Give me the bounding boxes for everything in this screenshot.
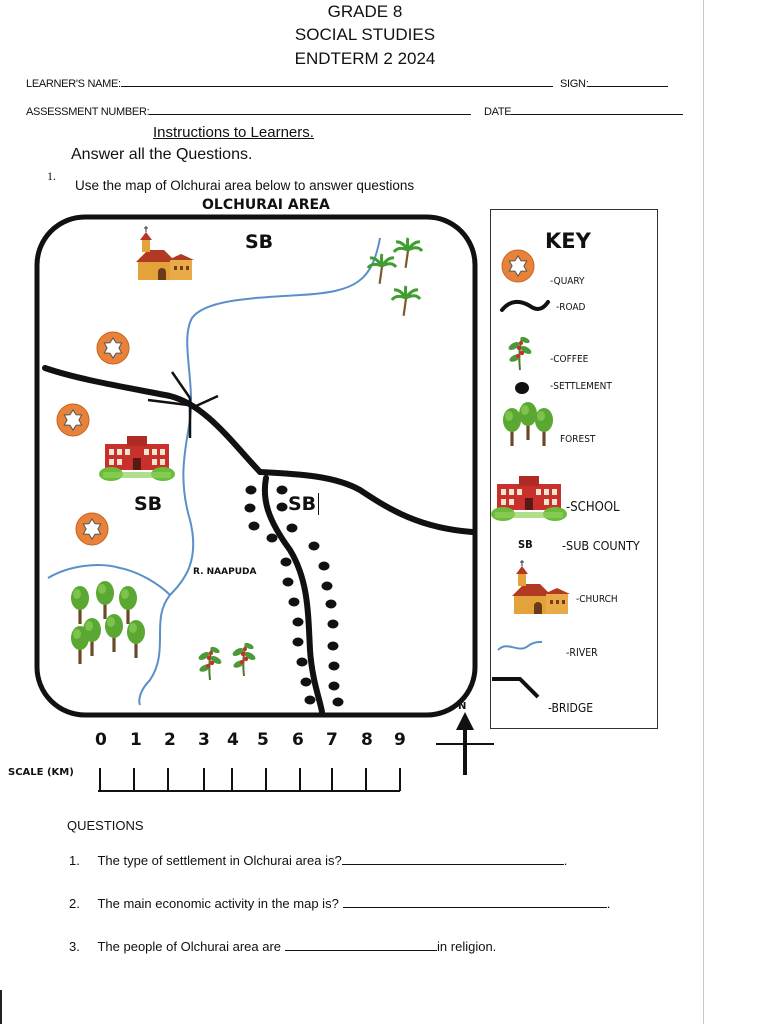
assessment-number-field[interactable]: ASSESSMENT NUMBER:: [26, 104, 472, 118]
key-river-icon: [497, 640, 543, 651]
question-3-number: 3.: [69, 939, 80, 954]
sign-field[interactable]: SIGN:: [560, 76, 669, 90]
exam-heading: ENDTERM 2 2024: [294, 49, 436, 68]
key-label-coffee: -COFFEE: [550, 354, 589, 365]
river-label: R. NAAPUDA: [193, 567, 257, 577]
north-arrow: [436, 712, 494, 775]
palm-icon: [392, 236, 424, 270]
school-icon: [99, 436, 175, 481]
scale-number: 5: [257, 730, 269, 750]
key-settlement-icon: [515, 382, 529, 394]
subject-heading: SOCIAL STUDIES: [294, 25, 436, 44]
date-field[interactable]: DATE: [484, 104, 684, 118]
page-edge: [703, 0, 704, 1024]
instructions-text: Answer all the Questions.: [71, 146, 253, 163]
scale-number: 9: [394, 730, 406, 750]
river-tributary: [47, 564, 171, 596]
key-box: [490, 209, 658, 729]
map-frame: [34, 214, 478, 718]
scale-number: 0: [95, 730, 107, 750]
grade-heading: GRADE 8: [327, 2, 403, 21]
bridge-symbol: [147, 371, 219, 438]
question-2-text: The main economic activity in the map is…: [97, 896, 339, 911]
instructions-title: Instructions to Learners.: [153, 124, 314, 141]
question-3-text: The people of Olchurai area are: [97, 939, 282, 954]
key-road-icon: [500, 299, 550, 312]
palm-icon: [390, 284, 422, 318]
key-abbr-sb: SB: [518, 538, 533, 551]
key-bridge-icon: [492, 677, 540, 699]
page-edge-left: [0, 990, 2, 1024]
question-3: 3. The people of Olchurai area are in rel…: [69, 939, 496, 954]
question-2-number: 2.: [69, 896, 80, 911]
palm-icon: [366, 252, 398, 286]
scale-number: 1: [130, 730, 142, 750]
church-icon: [135, 225, 195, 281]
learner-name-field[interactable]: LEARNER'S NAME:: [26, 76, 553, 90]
question-text: Use the map of Olchurai area below to an…: [75, 178, 415, 193]
scale-bar: [98, 768, 401, 792]
questions-heading: QUESTIONS: [67, 818, 144, 833]
map-label-sb-left: SB: [134, 493, 163, 515]
question-2-suffix: .: [606, 896, 611, 911]
scale-number: 8: [361, 730, 373, 750]
key-title: KEY: [545, 229, 591, 253]
question-1-answer-line[interactable]: [341, 854, 564, 865]
learner-name-label: LEARNER'S NAME:: [26, 78, 121, 90]
key-label-quarry: -QUARY: [550, 276, 585, 287]
sign-label: SIGN:: [560, 78, 589, 90]
question-2: 2. The main economic activity in the map…: [69, 896, 610, 911]
road-main: [42, 365, 475, 535]
scale-label: SCALE (KM): [8, 767, 74, 778]
key-label-river: -RIVER: [566, 647, 598, 659]
assessment-number-label: ASSESSMENT NUMBER:: [26, 106, 150, 118]
question-1-suffix: .: [563, 853, 568, 868]
key-label-church: -CHURCH: [576, 594, 618, 605]
coffee-icon: [230, 640, 258, 677]
quarry-icon: [56, 403, 90, 437]
quarry-icon: [75, 512, 109, 546]
date-label: DATE: [484, 106, 512, 118]
river-main: [138, 237, 381, 706]
coffee-icon: [196, 644, 224, 681]
question-1: 1. The type of settlement in Olchurai ar…: [69, 853, 567, 868]
north-label: N: [458, 701, 467, 712]
question-3-answer-line[interactable]: [285, 940, 438, 951]
scale-number: 2: [164, 730, 176, 750]
key-label-forest: FOREST: [560, 434, 596, 445]
key-label-settlement: -SETTLEMENT: [550, 381, 612, 392]
scale-number: 6: [292, 730, 304, 750]
key-label-bridge: -BRIDGE: [548, 701, 594, 715]
scale-number: 3: [198, 730, 210, 750]
question-1-text: The type of settlement in Olchurai area …: [97, 853, 342, 868]
question-number: 1.: [47, 169, 56, 183]
quarry-icon: [96, 331, 130, 365]
forest-icon: [71, 581, 145, 664]
map-title: OLCHURAI AREA: [202, 197, 330, 213]
question-2-answer-line[interactable]: [342, 897, 607, 908]
map-label-sb-top: SB: [245, 231, 274, 253]
road-branch: [261, 475, 325, 715]
key-label-road: -ROAD: [556, 302, 586, 313]
map-label-sb-mid: SB: [288, 493, 320, 515]
scale-number: 4: [227, 730, 239, 750]
key-label-sub-county: -SUB COUNTY: [562, 538, 640, 553]
scale-number: 7: [326, 730, 338, 750]
key-label-school: -SCHOOL: [566, 500, 620, 515]
question-1-number: 1.: [69, 853, 80, 868]
settlement-dots: [244, 485, 344, 707]
question-3-suffix: in religion.: [437, 939, 497, 954]
